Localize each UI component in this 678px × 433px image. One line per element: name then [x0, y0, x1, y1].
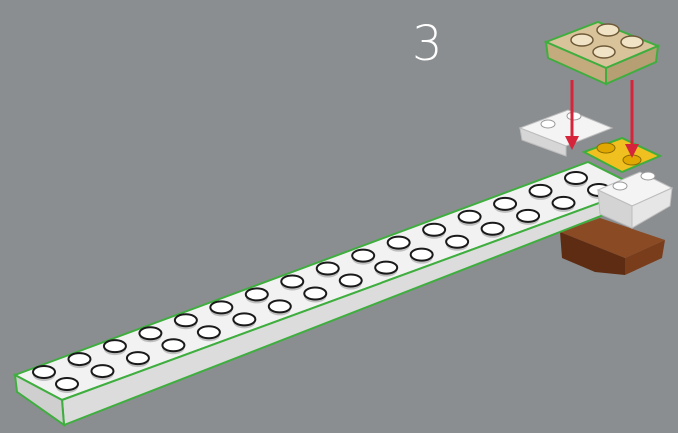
- stud: [233, 313, 255, 325]
- stud: [210, 301, 232, 313]
- stud: [162, 339, 184, 351]
- stud: [553, 197, 575, 209]
- stud: [494, 198, 516, 210]
- stud: [317, 263, 339, 275]
- stud: [104, 340, 126, 352]
- stud: [340, 275, 362, 287]
- stud: [246, 288, 268, 300]
- stud: [269, 300, 291, 312]
- stud: [530, 185, 552, 197]
- stud: [56, 378, 78, 390]
- stud: [446, 236, 468, 248]
- stud: [388, 237, 410, 249]
- stud: [304, 287, 326, 299]
- stud: [281, 275, 303, 287]
- tan-plate: [546, 22, 658, 84]
- stud: [565, 172, 587, 184]
- stud: [33, 366, 55, 378]
- long-white-plate: [15, 162, 642, 425]
- stud: [127, 352, 149, 364]
- stud: [375, 262, 397, 274]
- stud: [198, 326, 220, 338]
- stud: [517, 210, 539, 222]
- stud: [411, 249, 433, 261]
- stud: [175, 314, 197, 326]
- stud: [68, 353, 90, 365]
- stud: [352, 250, 374, 262]
- stud: [139, 327, 161, 339]
- stud: [423, 224, 445, 236]
- stud: [91, 365, 113, 377]
- stud: [482, 223, 504, 235]
- place-arrow-right: [625, 80, 639, 158]
- stud: [459, 211, 481, 223]
